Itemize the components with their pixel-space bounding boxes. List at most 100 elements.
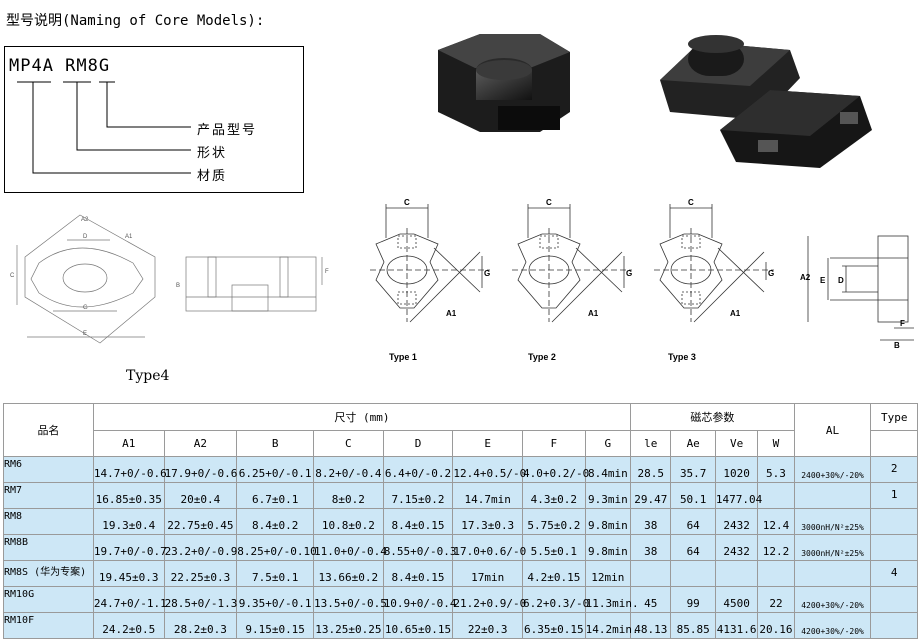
type-header: Type	[870, 403, 918, 431]
row-value-cell: 13.5+0/-0.5	[313, 586, 387, 613]
core-photo-half	[438, 34, 570, 132]
row-value-cell: 7.5±0.1	[236, 560, 315, 587]
row-value-cell: 20±0.4	[163, 482, 238, 509]
profile-f-label: F	[900, 319, 905, 328]
type2-a1-label: A1	[588, 309, 599, 318]
row-value-cell: 8.4±0.2	[236, 508, 315, 535]
row-value-cell: 7.15±0.2	[382, 482, 454, 509]
model-code: MP4A RM8G	[9, 56, 111, 76]
row-value-cell	[670, 560, 716, 587]
row-value-cell: 9.8min	[584, 534, 632, 561]
row-value-cell	[757, 482, 795, 509]
profile-d-label: D	[838, 276, 844, 285]
type4-side-view: B F	[176, 256, 329, 312]
type3-a1-label: A1	[730, 309, 741, 318]
row-value-cell: 19.3±0.4	[92, 508, 165, 535]
type4-c-label: C	[10, 273, 15, 279]
row-value-cell: 9.3min	[584, 482, 632, 509]
row-value-cell: 9.8min	[584, 508, 632, 535]
name-header: 品名	[3, 403, 94, 457]
row-value-cell: 14.7min	[452, 482, 524, 509]
row-value-cell: 12.4+0.5/-0	[452, 456, 526, 483]
col-header-a2: A2	[163, 430, 238, 457]
row-value-cell: 4131.6	[714, 612, 759, 639]
row-value-cell: 22±0.3	[452, 612, 524, 639]
row-value-cell: 17.0+0.6/-0	[452, 534, 526, 561]
material-label: 材质	[197, 169, 228, 184]
row-value-cell	[714, 560, 759, 587]
row-value-cell	[757, 560, 795, 587]
row-name-cell: RM8S (华为专案)	[3, 560, 94, 587]
row-value-cell: 8.2+0/-0.4	[313, 456, 384, 483]
col-header-d: D	[382, 430, 454, 457]
row-value-cell: 85.85	[670, 612, 716, 639]
row-al-cell	[793, 560, 872, 587]
dimensions-header: 尺寸 (mm)	[92, 403, 632, 431]
row-value-cell: 5.5±0.1	[522, 534, 586, 561]
type3-caption: Type 3	[668, 352, 696, 362]
row-value-cell: 10.8±0.2	[313, 508, 384, 535]
row-value-cell: 21.2+0.9/-0	[452, 586, 526, 613]
row-value-cell: 45	[630, 586, 672, 613]
row-value-cell: 38	[630, 534, 672, 561]
row-value-cell: 6.35±0.15	[522, 612, 586, 639]
side-profile-drawing: A2 E D F B	[800, 235, 914, 350]
row-name-cell: RM10G	[3, 586, 94, 613]
row-value-cell: 10.65±0.15	[382, 612, 454, 639]
row-value-cell: 9.15±0.15	[236, 612, 315, 639]
col-header-a1: A1	[92, 430, 165, 457]
core-spec-table: 品名 尺寸 (mm) 磁芯参数 AL Type A1 A2 B C D E F …	[3, 403, 918, 639]
profile-e-label: E	[820, 276, 826, 285]
type1-g-label: G	[484, 269, 490, 278]
row-al-cell: 3000nH/N²±25%	[793, 534, 872, 561]
row-type-cell	[870, 508, 918, 535]
row-value-cell: 24.2±0.5	[92, 612, 165, 639]
row-value-cell: 5.3	[757, 456, 795, 483]
row-value-cell: 38	[630, 508, 672, 535]
row-value-cell: 11.0+0/-0.4	[313, 534, 387, 561]
type4-b-label: B	[176, 283, 180, 289]
row-value-cell: 4.3±0.2	[522, 482, 586, 509]
row-value-cell: 9.35+0/-0.1	[236, 586, 315, 613]
row-name-cell: RM10F	[3, 612, 94, 639]
row-value-cell: 4500	[714, 586, 759, 613]
type4-g-label: G	[83, 305, 88, 311]
row-value-cell: 12.2	[757, 534, 795, 561]
type2-g-label: G	[626, 269, 632, 278]
row-name-cell: RM7	[3, 482, 94, 509]
row-type-cell	[870, 586, 918, 613]
type4-top-view: A2 A1 D G E C	[10, 214, 156, 344]
row-value-cell: 22.25±0.3	[163, 560, 238, 587]
row-al-cell	[793, 482, 872, 509]
row-value-cell: 28.5	[630, 456, 672, 483]
row-type-cell: 4	[870, 560, 918, 587]
col-header-ve: Ve	[714, 430, 759, 457]
col-header-e: E	[452, 430, 524, 457]
row-al-cell: 2400+30%/-20%	[793, 456, 872, 483]
core-photo-pair	[660, 35, 872, 168]
row-name-cell: RM8B	[3, 534, 94, 561]
row-value-cell: 12min	[584, 560, 632, 587]
row-value-cell: 64	[670, 534, 716, 561]
row-value-cell: 4.0+0.2/-0	[522, 456, 589, 483]
row-value-cell: 8.25+0/-0.10	[236, 534, 317, 561]
row-value-cell: 48.13	[630, 612, 672, 639]
row-value-cell: 12.4	[757, 508, 795, 535]
type4-caption: Type4	[126, 368, 170, 384]
profile-b-label: B	[894, 341, 900, 350]
row-value-cell: 6.2+0.3/-0	[522, 586, 589, 613]
row-value-cell: 8.4±0.15	[382, 560, 454, 587]
row-value-cell: 28.5+0/-1.3	[163, 586, 237, 613]
col-header-c: C	[313, 430, 384, 457]
col-header-f: F	[522, 430, 586, 457]
row-value-cell	[630, 560, 672, 587]
row-value-cell: 1477.04	[714, 482, 762, 509]
product-model-label: 产品型号	[197, 123, 258, 138]
type1-c-label: C	[404, 198, 410, 207]
row-value-cell: 14.7+0/-0.6	[92, 456, 167, 483]
